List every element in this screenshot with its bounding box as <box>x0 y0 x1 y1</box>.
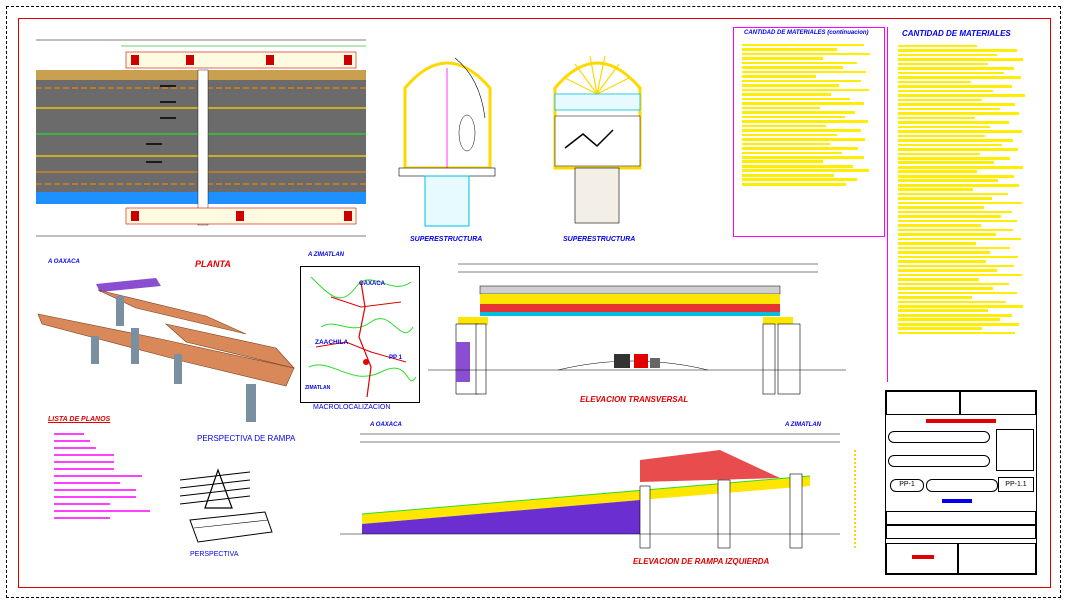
ramp-elevation-title: ELEVACION DE RAMPA IZQUIERDA <box>633 557 770 566</box>
title-block-footer-right <box>958 543 1036 574</box>
outer-frame <box>6 6 1061 598</box>
title-block-pill-1 <box>888 431 990 443</box>
perspective-detail-drawing <box>179 468 273 543</box>
materials-table: CANTIDAD DE MATERIALES <box>887 27 1036 382</box>
superstructure-left <box>385 38 510 238</box>
title-block-footer-redbar <box>912 555 934 559</box>
transversal-title: ELEVACION TRANSVERSAL <box>580 395 689 404</box>
perspective-title: PERSPECTIVA <box>190 551 239 558</box>
materials-title: CANTIDAD DE MATERIALES <box>902 29 1011 38</box>
materials-cont-lines <box>742 42 877 187</box>
superstructure-left-drawing <box>398 57 496 227</box>
perspective-detail <box>179 460 275 545</box>
direction-oaxaca-ramp: A OAXACA <box>370 422 402 428</box>
superstructure-right-title: SUPERESTRUCTURA <box>563 236 636 243</box>
macro-place-oaxaca: OAXACA <box>359 281 386 287</box>
transversal-elevation <box>428 262 846 402</box>
title-block-header-left <box>886 391 960 415</box>
title-block-pill-mid <box>926 479 998 492</box>
superstructure-left-title: SUPERESTRUCTURA <box>410 236 483 243</box>
superstructure-right <box>535 38 660 238</box>
ramp-elevation <box>340 430 860 558</box>
title-block: PP-1 PP-1.1 <box>885 390 1037 575</box>
plan-list-title: LISTA DE PLANOS <box>48 416 111 423</box>
materials-lines <box>898 43 1030 336</box>
transversal-drawing <box>428 263 846 395</box>
plan-list: LISTA DE PLANOS <box>48 416 158 526</box>
title-block-header-right <box>960 391 1036 415</box>
sheet-border <box>18 18 1051 588</box>
plan-view <box>36 36 366 251</box>
title-block-pill-2 <box>888 455 990 467</box>
materials-cont-table: CANTIDAD DE MATERIALES (continuacion) <box>733 27 885 237</box>
ramp-perspective <box>36 276 298 426</box>
ramp-perspective-drawing <box>37 278 295 422</box>
plan-drawing <box>36 39 366 237</box>
sheet-code-left: PP-1 <box>890 479 924 492</box>
ramp-perspective-title: PERSPECTIVA DE RAMPA <box>197 434 296 443</box>
macro-map: OAXACA ZAACHILA ZIMATLAN PP 1 <box>300 266 420 403</box>
title-block-bluebar <box>942 499 972 503</box>
superstructure-right-drawing <box>553 55 642 224</box>
sheet-code-right: PP-1.1 <box>998 477 1034 492</box>
macro-place-pp1: PP 1 <box>389 355 402 361</box>
plan-title: PLANTA <box>195 259 231 269</box>
materials-cont-title: CANTIDAD DE MATERIALES (continuacion) <box>744 30 869 36</box>
macro-title: MACROLOCALIZACION <box>313 404 391 411</box>
macro-map-drawing <box>308 276 417 398</box>
direction-zimatlan-ramp: A ZIMATLAN <box>785 422 821 428</box>
title-block-row-2 <box>886 525 1036 539</box>
direction-zimatlan-macro: A ZIMATLAN <box>308 252 344 258</box>
macro-place-zimatlan: ZIMATLAN <box>305 385 331 391</box>
title-block-redbar <box>926 419 996 423</box>
title-block-grid <box>996 429 1034 471</box>
plan-list-lines <box>54 433 150 519</box>
ramp-elevation-drawing <box>340 433 856 550</box>
macro-place-zaachila: ZAACHILA <box>315 339 349 346</box>
direction-oaxaca-plan: A OAXACA <box>48 259 80 265</box>
title-block-row-1 <box>886 511 1036 525</box>
